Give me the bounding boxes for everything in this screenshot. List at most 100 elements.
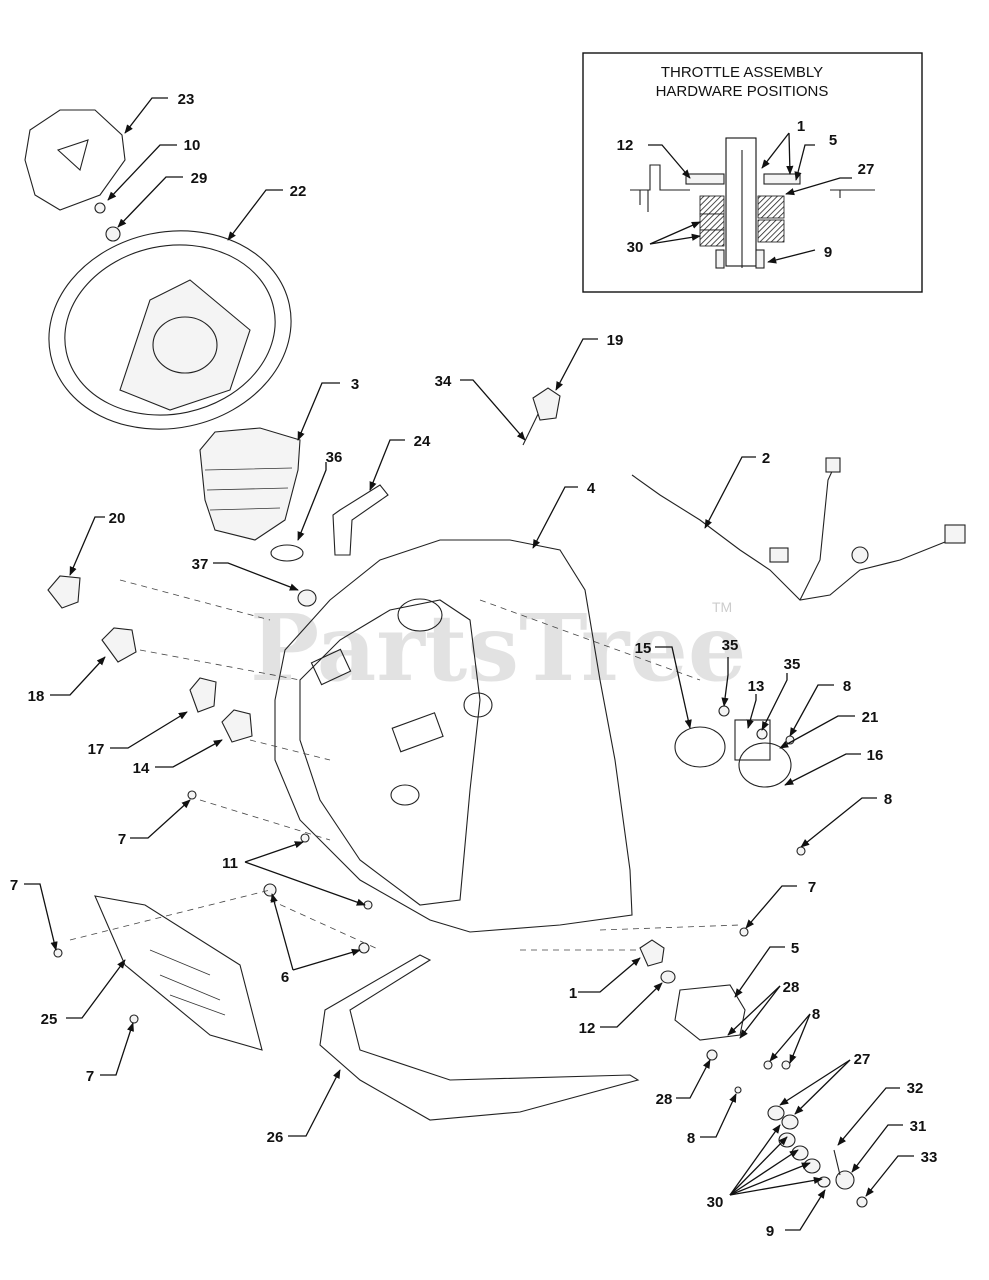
inset-washer-12 [685, 173, 725, 185]
harness-connector-1 [825, 457, 841, 473]
callout-26: 26 [267, 1129, 284, 1146]
callout-29: 29 [191, 170, 208, 187]
inset-callout-9: 9 [824, 244, 832, 261]
callout-16: 16 [867, 747, 884, 764]
steering-wheel-rim [48, 230, 292, 430]
inset-spring-1 [699, 195, 725, 215]
lever-16 [738, 742, 792, 788]
washer-10 [94, 202, 106, 214]
callout-30: 30 [707, 1194, 724, 1211]
spring-30c [803, 1158, 821, 1174]
callout-13: 13 [748, 678, 765, 695]
callout-4: 4 [587, 480, 596, 497]
harness-connector-4 [851, 546, 869, 564]
nut-29 [105, 226, 121, 242]
wire-harness [631, 474, 951, 601]
callout-5: 5 [791, 940, 799, 957]
nut-6a [263, 883, 277, 897]
callout-22: 22 [290, 183, 307, 200]
inset-throttle-hardware: THROTTLE ASSEMBLY HARDWARE POSITIONS 1 5… [582, 52, 923, 293]
callout-19: 19 [607, 332, 624, 349]
callout-8a: 8 [843, 678, 851, 695]
inset-title-line1: THROTTLE ASSEMBLY [661, 64, 823, 81]
fastener-8e [781, 1060, 791, 1070]
spring-30a [778, 1132, 796, 1148]
callout-9: 9 [766, 1223, 774, 1240]
callout-24: 24 [414, 433, 431, 450]
inset-nut-9 [755, 249, 765, 269]
callout-7a: 7 [118, 831, 126, 848]
tube-24 [332, 484, 389, 556]
screw-7a [53, 948, 63, 958]
key-34 [522, 409, 541, 446]
inset-plate [725, 137, 757, 267]
clip-11a [300, 833, 310, 843]
wire-harness-branch [799, 464, 836, 601]
frame-rail-26 [319, 954, 640, 1121]
dash-gauge-hole [397, 598, 443, 632]
shaft-32 [833, 1149, 841, 1176]
callout-18: 18 [28, 688, 45, 705]
dash-slot-2 [310, 648, 352, 686]
inset-title-line2: HARDWARE POSITIONS [656, 83, 829, 100]
inset-nut-left [715, 249, 725, 269]
inset-frame [582, 52, 923, 293]
steering-cap-emblem [56, 139, 89, 172]
steering-boot [199, 427, 301, 541]
inset-callout-27: 27 [858, 161, 875, 178]
fastener-8d [763, 1060, 773, 1070]
washer-27b [781, 1114, 799, 1130]
screw-35a [718, 705, 730, 717]
watermark-tm: TM [712, 599, 732, 615]
bushing-37 [297, 589, 317, 607]
dash-console [274, 539, 633, 933]
fastener-8c [734, 1086, 742, 1094]
dash-knob-hole [463, 692, 493, 718]
inset-callout-1: 1 [797, 118, 805, 135]
clip-11b [363, 900, 373, 910]
washer-27a [767, 1105, 785, 1121]
switch-17 [189, 677, 217, 713]
callout-8c: 8 [812, 1006, 820, 1023]
callout-34: 34 [435, 373, 452, 390]
callout-7d: 7 [808, 879, 816, 896]
callout-25: 25 [41, 1011, 58, 1028]
inset-callout-5: 5 [829, 132, 837, 149]
callout-11: 11 [222, 855, 238, 872]
dash-switch-hole [390, 784, 420, 806]
callout-23: 23 [178, 91, 195, 108]
harness-connector-2 [944, 524, 966, 544]
callout-31: 31 [910, 1118, 927, 1135]
callout-8d: 8 [687, 1130, 695, 1147]
callout-36: 36 [326, 449, 343, 466]
callout-32: 32 [907, 1080, 924, 1097]
callout-14: 14 [133, 760, 150, 777]
inset-callout-12: 12 [617, 137, 634, 154]
switch-18 [101, 627, 137, 663]
callout-33: 33 [921, 1149, 938, 1166]
callout-1: 1 [569, 985, 577, 1002]
screw-7d [739, 927, 749, 937]
inset-spring-4 [757, 195, 785, 219]
screw-7c [187, 790, 197, 800]
throttle-bracket-5 [674, 984, 746, 1041]
dash-inner-panel [299, 599, 481, 906]
steering-wheel-inner [64, 244, 276, 416]
leader-lines [24, 97, 914, 1231]
callout-6: 6 [281, 969, 289, 986]
knob-31 [835, 1170, 855, 1190]
spacer-28a [706, 1049, 718, 1061]
callout-21: 21 [862, 709, 879, 726]
switch-20 [47, 575, 81, 609]
callout-28b: 28 [656, 1091, 673, 1108]
inset-bracket-right [830, 189, 875, 198]
inset-callout-30: 30 [627, 239, 644, 256]
steering-cap [24, 109, 126, 211]
inset-spring-5 [757, 219, 785, 243]
callout-17: 17 [88, 741, 105, 758]
washer-36 [270, 544, 304, 562]
throttle-part-1 [639, 939, 665, 967]
screw-33 [856, 1196, 868, 1208]
control-15 [674, 726, 726, 768]
